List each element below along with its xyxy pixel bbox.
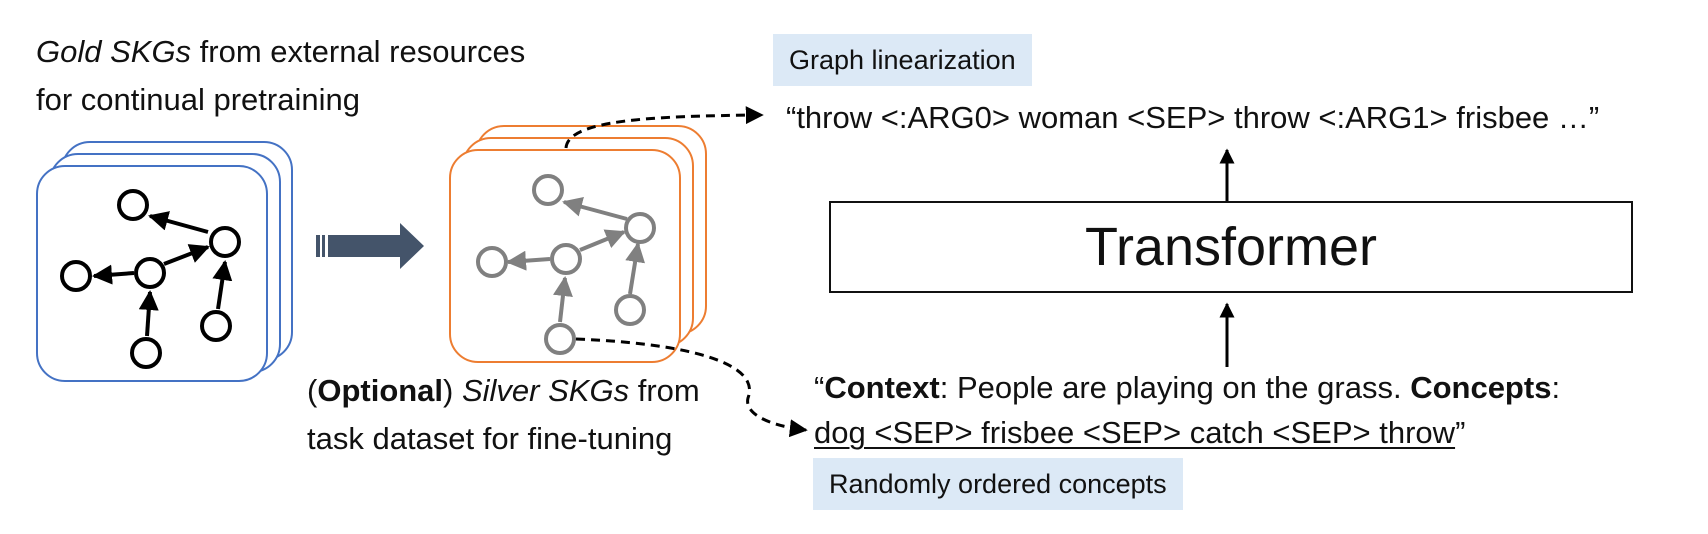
linearized-graph-text: “throw <:ARG0> woman <SEP> throw <:ARG1>… xyxy=(786,100,1600,135)
concepts-colon: : xyxy=(1551,370,1561,405)
context-text: : People are playing on the grass. xyxy=(939,370,1411,405)
paren-close: ) xyxy=(443,373,462,408)
silver-skg-caption-line2: task dataset for fine-tuning xyxy=(307,421,673,456)
open-quote: “ xyxy=(814,370,825,405)
silver-node xyxy=(624,212,656,244)
dashed-arrow-to-linearization xyxy=(564,106,764,149)
silver-node xyxy=(550,243,582,275)
gold-node xyxy=(130,337,162,369)
silver-skg-label: Silver SKGs xyxy=(461,373,630,408)
input-concepts-line: dog <SEP> frisbee <SEP> catch <SEP> thro… xyxy=(814,414,1465,451)
gold-node xyxy=(200,310,232,342)
transformer-label: Transformer xyxy=(1084,217,1378,277)
gold-node xyxy=(117,189,149,221)
gold-skg-caption: Gold SKGs from external resources xyxy=(36,33,525,70)
context-label: Context xyxy=(824,370,940,405)
silver-node xyxy=(614,294,646,326)
gold-node xyxy=(60,260,92,292)
random-concepts-tag: Randomly ordered concepts xyxy=(813,458,1183,511)
gold-skg-caption-line2: for continual pretraining xyxy=(36,82,360,117)
gold-skg-graph xyxy=(60,189,241,369)
silver-node xyxy=(476,246,508,278)
gold-node xyxy=(209,226,241,258)
silver-node xyxy=(532,174,564,206)
concepts-list: dog <SEP> frisbee <SEP> catch <SEP> thro… xyxy=(814,415,1456,450)
silver-skg-graph xyxy=(476,174,656,355)
dashed-arrow-to-concepts xyxy=(575,337,808,438)
input-context-line: “Context: People are playing on the gras… xyxy=(814,369,1560,406)
gold-node xyxy=(134,257,166,289)
gold-skg-caption-rest: from external resources xyxy=(191,34,526,69)
gold-skg-label: Gold SKGs xyxy=(36,34,192,69)
silver-skg-caption: (Optional) Silver SKGs from xyxy=(307,372,700,409)
optional-label: Optional xyxy=(317,373,444,408)
concepts-label: Concepts xyxy=(1410,370,1552,405)
silver-node xyxy=(544,323,576,355)
close-quote: ” xyxy=(1455,415,1466,450)
graph-linearization-tag: Graph linearization xyxy=(773,34,1032,87)
silver-skg-caption-rest: from xyxy=(629,373,700,408)
block-arrow xyxy=(316,223,424,269)
paren-open: ( xyxy=(307,373,318,408)
silver-skg-stack xyxy=(449,125,707,363)
transformer-box: Transformer xyxy=(829,201,1633,293)
